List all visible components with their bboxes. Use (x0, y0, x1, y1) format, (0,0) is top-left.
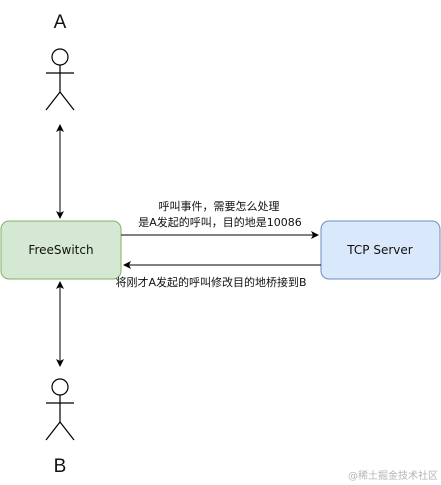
watermark-text: @稀土掘金技术社区 (348, 469, 438, 482)
freeswitch-label: FreeSwitch (28, 243, 93, 257)
tcp-server-label: TCP Server (346, 243, 412, 257)
actor-a-label: A (54, 12, 67, 33)
tcp-server-box (320, 220, 441, 280)
actor-b-label: B (54, 456, 67, 477)
user-figure-icon (45, 378, 75, 441)
request-label-line2: 是A发起的呼叫，目的地是10086 (138, 215, 302, 229)
user-figure-icon (45, 48, 75, 111)
actor-b: B (45, 378, 75, 477)
freeswitch-node: FreeSwitch (0, 220, 122, 280)
actor-a: A (45, 12, 75, 111)
request-label-line1: 呼叫事件，需要怎么处理 (159, 199, 280, 213)
response-label: 将刚才A发起的呼叫修改目的地桥接到B (115, 275, 306, 289)
freeswitch-box (0, 220, 122, 280)
tcp-server-node: TCP Server (320, 220, 441, 280)
